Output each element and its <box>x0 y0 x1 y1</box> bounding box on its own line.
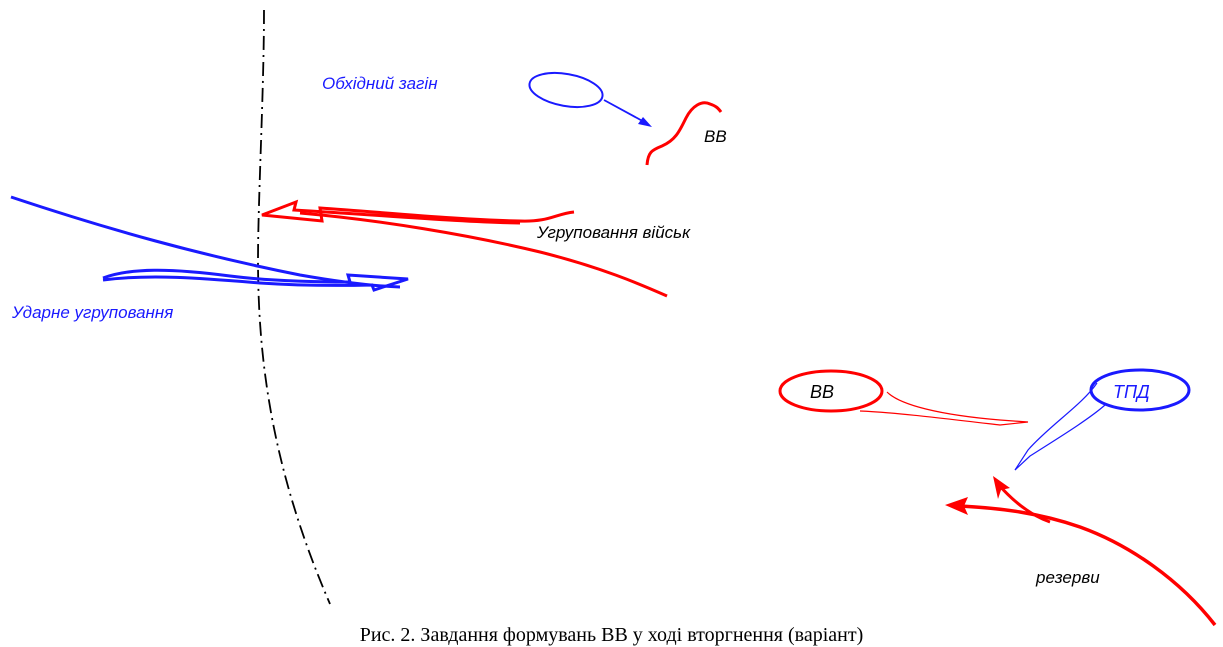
tpd-unit-label: ТПД <box>1113 382 1150 402</box>
reserves-arrow-branch-head <box>993 476 1010 499</box>
vv-unit-ellipse <box>778 369 884 413</box>
bypass-arrow-head <box>638 117 652 127</box>
strike-grouping-label: Ударне угруповання <box>11 303 173 322</box>
vv-top-label: ВВ <box>704 127 727 146</box>
vv-position-line <box>645 101 723 166</box>
strike-grouping-arrow <box>102 268 409 292</box>
boundary-line <box>257 9 331 605</box>
troop-grouping-label: Угруповання військ <box>536 223 691 242</box>
troop-grouping-arrow <box>261 199 575 225</box>
reserves-label: резерви <box>1035 568 1100 587</box>
reserves-arrow-main <box>959 504 1217 627</box>
troop-grouping-line <box>299 211 668 298</box>
reserves-arrow-main-head <box>945 497 968 515</box>
bypass-detachment-ellipse <box>528 71 604 109</box>
figure-caption: Рис. 2. Завдання формувань ВВ у ході вто… <box>359 624 864 646</box>
vv-unit-arrow <box>859 391 1029 426</box>
vv-unit-label: ВВ <box>810 382 834 402</box>
bypass-detachment-label: Обхідний загін <box>322 74 438 93</box>
tpd-unit-arrow <box>1014 382 1106 471</box>
bypass-arrow <box>603 99 649 125</box>
